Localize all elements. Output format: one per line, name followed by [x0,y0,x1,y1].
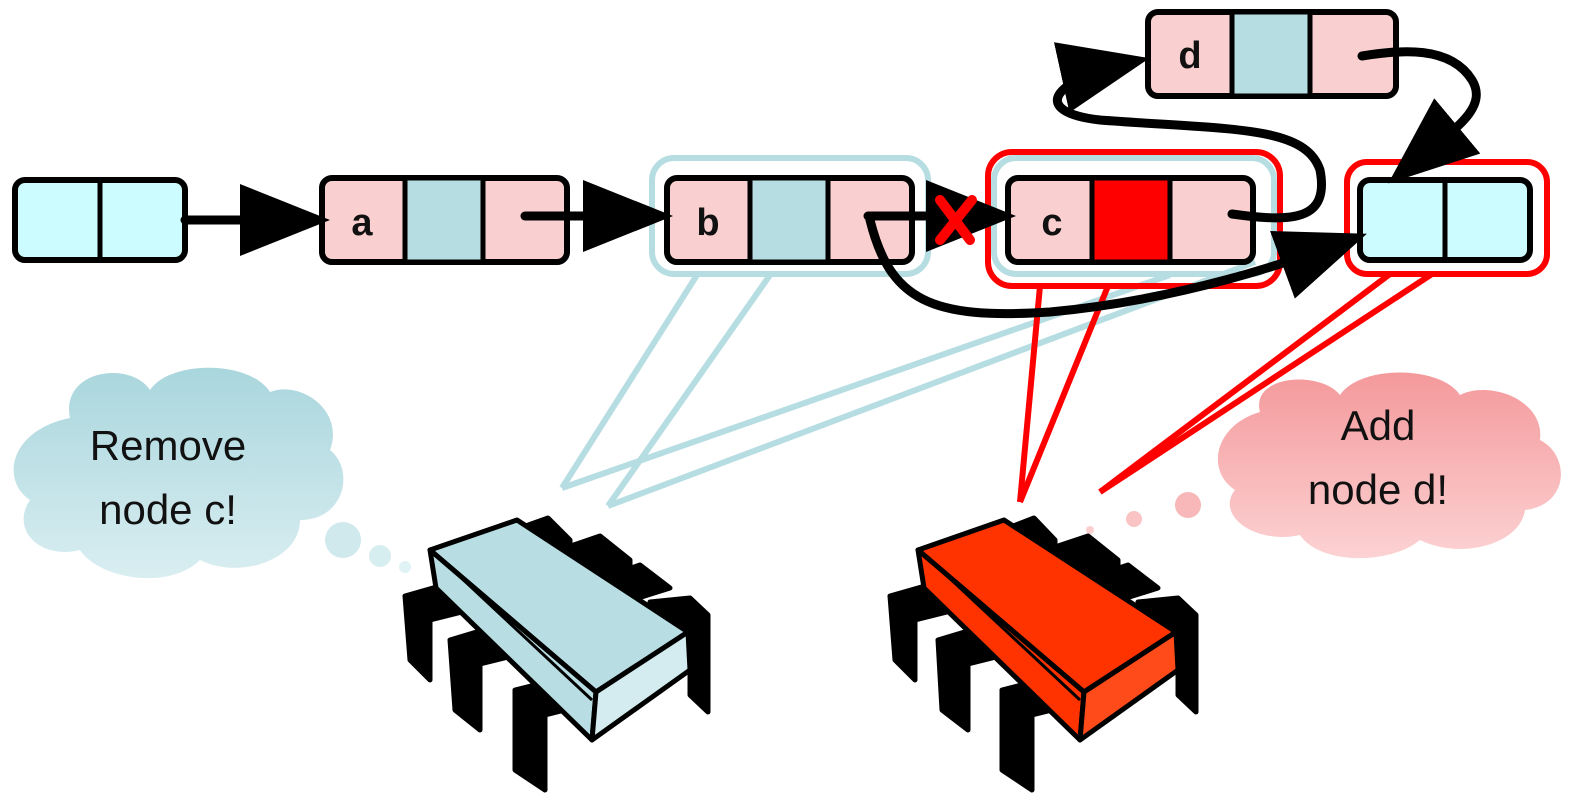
list-node-a: a [319,175,570,265]
broken-link-x-icon [935,195,977,245]
list-node-head [12,177,188,263]
arrow-c-to-d [1052,42,1326,223]
thought-add-line1: Add [1341,402,1416,449]
processor-chip-red [887,515,1199,793]
thought-cloud-add: Add node d! [1086,372,1561,559]
node-a-label: a [351,202,373,244]
node-b-label: b [696,202,719,244]
list-node-c: c [1005,175,1256,265]
thought-cloud-remove: Remove node c! [13,367,411,579]
thought-add-line2: node d! [1308,466,1448,513]
pointer-arrows [180,42,1481,319]
thought-remove-line2: node c! [99,486,237,533]
thought-remove-line1: Remove [90,422,246,469]
list-node-tail [1357,177,1533,263]
node-d-label: d [1178,35,1201,77]
node-c-label: c [1041,202,1062,244]
list-node-b: b [664,175,915,265]
red-lock-callouts [985,149,1550,504]
list-node-d: d [1145,9,1399,99]
arrow-d-to-tail [1357,47,1481,184]
processor-chip-blue [402,515,711,793]
arrow-b-to-tail [865,215,1367,319]
